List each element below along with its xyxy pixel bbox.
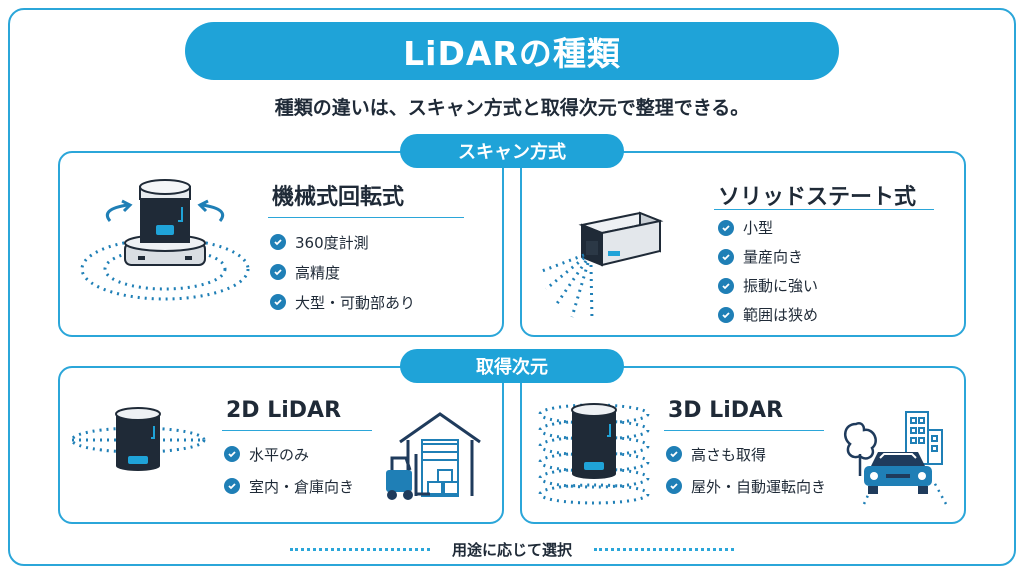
feature-text: 高さも取得 xyxy=(691,445,767,464)
card-mechanical: 機械式回転式 360度計測 高精度 大型・可動部あり xyxy=(58,151,504,337)
outer-frame xyxy=(8,8,1016,566)
card-title-2d: 2D LiDAR xyxy=(226,398,342,423)
check-icon xyxy=(718,277,734,294)
footer-dots-left xyxy=(289,547,430,551)
city-car-icon xyxy=(843,411,948,505)
card-3d-lidar: 3D LiDAR 高さも取得 屋外・自動運転向き xyxy=(520,366,966,524)
page-subtitle: 種類の違いは、スキャン方式と取得次元で整理できる。 xyxy=(274,97,750,119)
card-title-solid-state: ソリッドステート式 xyxy=(718,185,917,210)
card-2d-lidar: 2D LiDAR 水平のみ 室内・倉庫向き xyxy=(58,366,504,524)
check-icon xyxy=(718,306,734,323)
check-icon xyxy=(666,478,682,494)
feature-item: 水平のみ xyxy=(224,438,354,470)
check-icon xyxy=(270,234,286,250)
feature-item: 高さも取得 xyxy=(666,438,826,470)
feature-text: 小型 xyxy=(743,219,774,237)
feature-text: 大型・可動部あり xyxy=(295,293,416,312)
check-icon xyxy=(224,446,240,462)
rotating-lidar-icon xyxy=(80,179,250,301)
2d-lidar-sensor-icon xyxy=(70,407,206,471)
feature-item: 高精度 xyxy=(270,257,415,287)
feature-text: 範囲は狭め xyxy=(743,306,819,324)
feature-text: 水平のみ xyxy=(249,445,310,464)
feature-item: 室内・倉庫向き xyxy=(224,470,354,502)
warehouse-forklift-icon xyxy=(386,412,481,500)
feature-item: 範囲は狭め xyxy=(718,300,818,329)
feature-text: 360度計測 xyxy=(295,233,369,252)
title-divider xyxy=(268,217,464,218)
feature-text: 振動に強い xyxy=(743,277,819,295)
feature-item: 振動に強い xyxy=(718,271,818,300)
footer-dots-right xyxy=(594,547,734,551)
check-icon xyxy=(224,478,240,494)
check-icon xyxy=(718,248,734,265)
feature-text: 高精度 xyxy=(295,263,341,282)
feature-list-3d: 高さも取得 屋外・自動運転向き xyxy=(666,438,826,502)
check-icon xyxy=(666,446,682,462)
title-divider xyxy=(664,430,824,431)
feature-item: 大型・可動部あり xyxy=(270,287,415,317)
feature-item: 360度計測 xyxy=(270,227,415,257)
title-divider xyxy=(222,430,372,431)
feature-list-solid-state: 小型 量産向き 振動に強い 範囲は狭め xyxy=(718,213,818,329)
solid-state-lidar-icon xyxy=(541,211,664,322)
check-icon xyxy=(718,219,734,236)
card-solid-state: ソリッドステート式 小型 量産向き 振動に強い 範囲は狭め xyxy=(520,151,966,337)
footer-text: 用途に応じて選択 xyxy=(451,540,572,559)
feature-item: 小型 xyxy=(718,213,818,242)
feature-list-2d: 水平のみ 室内・倉庫向き xyxy=(224,438,354,502)
section-label-scan: スキャン方式 xyxy=(400,134,624,168)
title-divider xyxy=(714,209,934,210)
card-title-3d: 3D LiDAR xyxy=(668,398,784,423)
feature-text: 室内・倉庫向き xyxy=(249,477,355,496)
footer: 用途に応じて選択 xyxy=(0,538,1024,560)
feature-text: 量産向き xyxy=(743,248,804,266)
check-icon xyxy=(270,264,286,280)
feature-item: 屋外・自動運転向き xyxy=(666,470,826,502)
feature-text: 屋外・自動運転向き xyxy=(691,477,827,496)
card-title-mechanical: 機械式回転式 xyxy=(272,185,405,210)
feature-item: 量産向き xyxy=(718,242,818,271)
feature-list-mechanical: 360度計測 高精度 大型・可動部あり xyxy=(270,227,415,317)
section-label-dimension: 取得次元 xyxy=(400,349,624,383)
3d-lidar-sensor-icon xyxy=(538,403,650,505)
page-title: LiDARの種類 xyxy=(185,22,839,80)
check-icon xyxy=(270,294,286,310)
